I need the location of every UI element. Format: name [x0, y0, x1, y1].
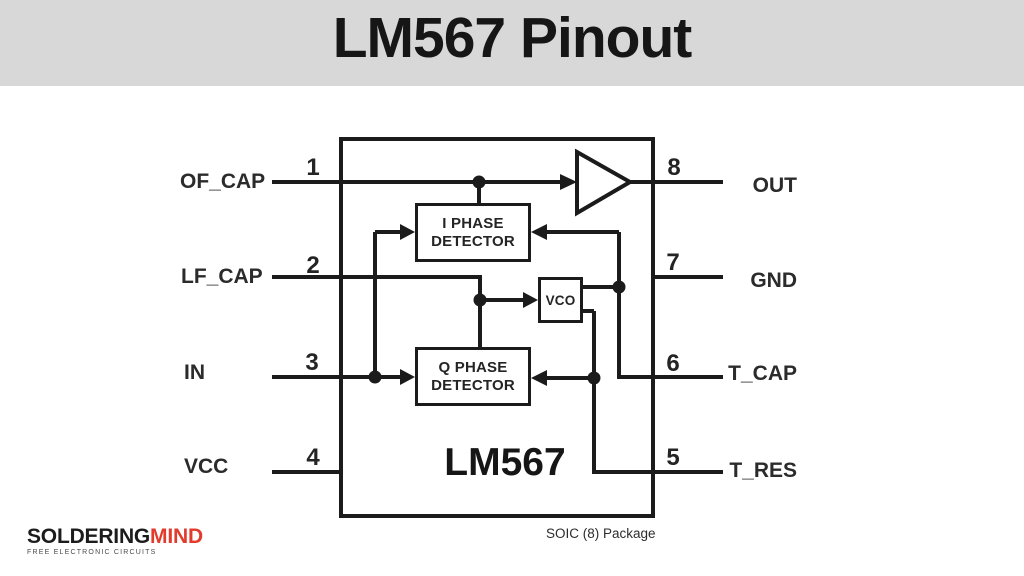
pin-label-of-cap: OF_CAP	[180, 170, 266, 193]
pin-number-1: 1	[306, 154, 320, 181]
arrowhead-into-iphase-right	[531, 224, 547, 240]
pin-label-in: IN	[184, 361, 205, 384]
pin-label-vcc: VCC	[184, 455, 229, 478]
pin-label-t-res: T_RES	[729, 459, 797, 482]
wire-vco-lower-net	[547, 309, 723, 474]
pin-number-8: 8	[667, 154, 681, 181]
pin-label-lf-cap: LF_CAP	[181, 265, 263, 288]
junction-dot	[472, 175, 486, 189]
arrowhead-into-vco	[523, 292, 538, 308]
junction-dot	[473, 293, 487, 307]
pin-label-gnd: GND	[750, 269, 797, 292]
pin-number-4: 4	[306, 444, 320, 471]
logo-part-soldering: SOLDERING	[27, 525, 151, 548]
block-i-phase-detector: I PHASE DETECTOR	[415, 203, 531, 262]
page-title: LM567 Pinout	[332, 6, 693, 70]
amplifier-triangle-icon	[575, 148, 635, 217]
solderingmind-logo: SOLDERINGMIND FREE ELECTRONIC CIRCUITS	[27, 526, 203, 557]
arrowhead-into-amp	[560, 174, 577, 190]
chip-name-label: LM567	[444, 441, 566, 484]
pin-number-6: 6	[666, 350, 680, 377]
chip-outline	[339, 137, 655, 518]
pin-number-2: 2	[306, 252, 320, 279]
junction-dot	[587, 371, 601, 385]
arrowhead-into-qphase-left	[400, 369, 415, 385]
block-label: Q PHASE	[438, 358, 508, 376]
junction-dot	[368, 370, 382, 384]
pin-label-out: OUT	[752, 174, 797, 197]
package-note: SOIC (8) Package	[546, 526, 656, 541]
block-vco: VCO	[538, 277, 583, 323]
block-q-phase-detector: Q PHASE DETECTOR	[415, 347, 531, 406]
block-label: DETECTOR	[431, 376, 515, 394]
header-banner: LM567 Pinout	[0, 0, 1024, 86]
wire-vco-out-net	[547, 230, 723, 379]
pin-label-t-cap: T_CAP	[728, 362, 797, 385]
logo-wordmark: SOLDERINGMIND	[27, 526, 203, 548]
pin-number-7: 7	[666, 249, 680, 276]
pin-number-5: 5	[666, 444, 680, 471]
wire-lfcap-branches	[478, 277, 524, 349]
pin-number-3: 3	[305, 349, 319, 376]
logo-tagline: FREE ELECTRONIC CIRCUITS	[27, 549, 157, 556]
block-label: VCO	[545, 292, 576, 308]
arrowhead-into-qphase-right	[531, 370, 547, 386]
block-label: DETECTOR	[431, 232, 515, 250]
block-label: I PHASE	[442, 214, 504, 232]
wire-in-to-iphase	[373, 230, 401, 377]
junction-dot	[612, 280, 626, 294]
arrowhead-into-iphase-left	[400, 224, 415, 240]
logo-part-mind: MIND	[150, 525, 203, 548]
